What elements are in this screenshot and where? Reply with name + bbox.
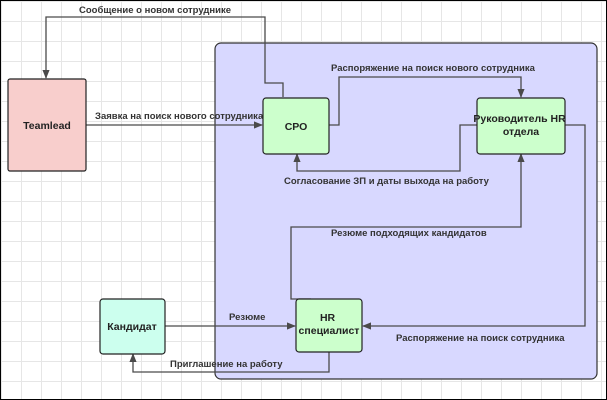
label-search-request: Заявка на поиск нового сотрудника (95, 111, 264, 122)
edge-new-employee-msg (42, 16, 284, 97)
node-cpo-label: СРО (285, 121, 308, 133)
node-hr-head-label: Руководитель HR отдела (473, 113, 568, 138)
node-candidate-label: Кандидат (107, 321, 157, 333)
edge-search-order-new (329, 76, 525, 126)
node-cpo: СРО (262, 97, 330, 155)
hr-department-container (214, 42, 598, 380)
node-hr-specialist-label: HR специалист (299, 312, 360, 337)
label-resumes-suitable: Резюме подходящих кандидатов (331, 228, 487, 239)
node-candidate: Кандидат (99, 298, 166, 355)
node-teamlead: Teamlead (7, 78, 87, 172)
node-teamlead-label: Teamlead (23, 120, 71, 132)
edge-salary-agreement (293, 124, 477, 172)
edge-invitation (129, 352, 330, 373)
label-salary-agreement: Согласование ЗП и даты выхода на работу (284, 176, 490, 187)
label-resume: Резюме (229, 312, 265, 323)
label-search-order: Распоряжение на поиск сотрудника (396, 333, 565, 344)
node-hr-specialist: HR специалист (295, 298, 363, 353)
label-invitation: Приглашение на работу (170, 359, 283, 370)
label-new-employee-msg: Сообщение о новом сотруднике (79, 5, 231, 16)
node-hr-head: Руководитель HR отдела (473, 97, 568, 155)
label-search-order-new: Распоряжение на поиск нового сотрудника (331, 63, 536, 74)
edge-search-order (362, 124, 586, 330)
